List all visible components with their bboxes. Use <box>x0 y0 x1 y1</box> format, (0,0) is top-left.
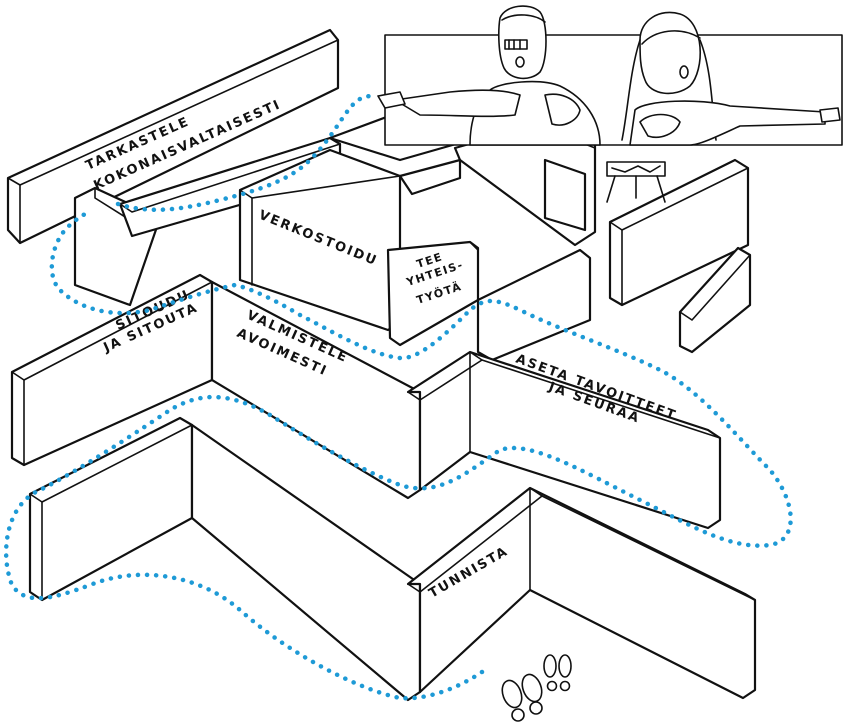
dotted-path <box>3 93 793 701</box>
wall-tunnista: TUNNISTA <box>28 416 757 702</box>
wall-verkostoidu: VERKOSTOIDU <box>238 148 462 332</box>
pointing-people-illustration <box>377 5 843 146</box>
person-woman <box>621 11 841 146</box>
easel-icon <box>606 161 666 203</box>
wall-right-small <box>608 158 752 354</box>
wall-upper-left-block <box>73 136 342 307</box>
person-man <box>377 5 601 146</box>
footprints-icon <box>501 654 572 722</box>
wall-sitoudu-valmistele: SITOUDU JA SITOUTA VALMISTELE AVOIMESTI … <box>10 273 722 530</box>
wall-tee-yhteistyota: TEE YHTEIS- TYÖTÄ <box>386 240 592 362</box>
